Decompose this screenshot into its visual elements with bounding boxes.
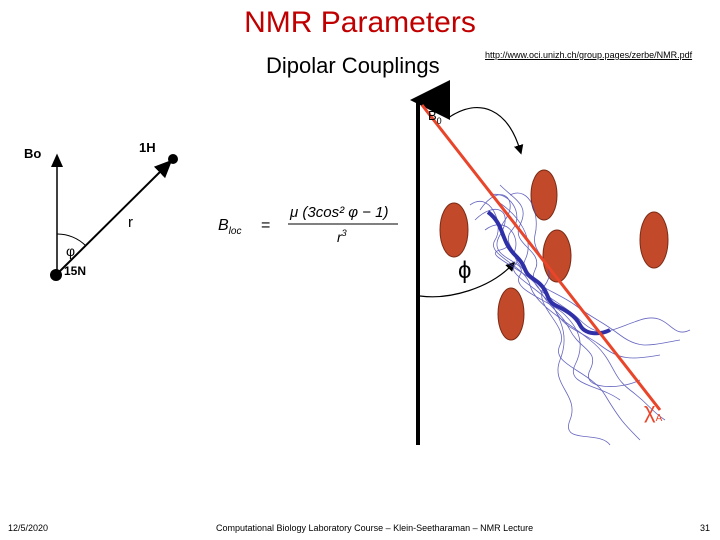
- b0-label: Bo: [24, 146, 41, 161]
- reference-link[interactable]: http://www.oci.unizh.ch/group.pages/zerb…: [485, 50, 693, 60]
- footer-course-title: Computational Biology Laboratory Course …: [216, 523, 534, 533]
- alignment-ellipsoid: [439, 202, 469, 258]
- alignment-ellipsoid: [639, 211, 669, 269]
- formula-denominator: r: [337, 229, 343, 245]
- slide-title: NMR Parameters: [244, 6, 476, 39]
- svg-text:B0: B0: [428, 108, 442, 126]
- chi-axis-sub: A: [656, 413, 663, 424]
- angle-label: φ: [66, 243, 75, 259]
- alignment-ellipsoid: [542, 229, 572, 283]
- distance-label: r: [128, 214, 133, 231]
- footer-date: 12/5/2020: [8, 523, 49, 533]
- formula-lhs: B: [218, 217, 229, 234]
- alignment-ellipsoid: [530, 169, 558, 221]
- b0-figure-sub: 0: [437, 116, 442, 126]
- nitrogen-atom: [50, 269, 62, 281]
- b0-figure-label: B: [428, 108, 437, 123]
- internuclear-vector: [56, 159, 173, 275]
- formula-denominator-exp: 3: [342, 228, 347, 238]
- svg-text:r3: r3: [337, 228, 347, 245]
- phi-figure-label: ϕ: [458, 257, 471, 284]
- alignment-axis: [420, 104, 662, 411]
- chi-axis-label: χ: [644, 398, 656, 423]
- proton-atom: [168, 154, 178, 164]
- proton-label: 1H: [139, 140, 156, 155]
- backbone-path: [486, 210, 611, 336]
- angle-arrow: [419, 261, 516, 298]
- formula-equals: =: [261, 217, 270, 234]
- alignment-ellipsoid: [497, 287, 525, 341]
- svg-text:Bloc: Bloc: [218, 217, 241, 237]
- angle-arc: [56, 233, 87, 247]
- page-number: 31: [700, 523, 711, 533]
- slide-subtitle: Dipolar Couplings: [266, 53, 440, 78]
- svg-text:χA: χA: [644, 398, 663, 424]
- formula-lhs-sub: loc: [229, 226, 242, 237]
- rotation-arrow-top: [447, 107, 524, 155]
- formula-numerator: μ (3cos² φ − 1): [289, 204, 388, 221]
- nitrogen-label: 15N: [64, 264, 86, 278]
